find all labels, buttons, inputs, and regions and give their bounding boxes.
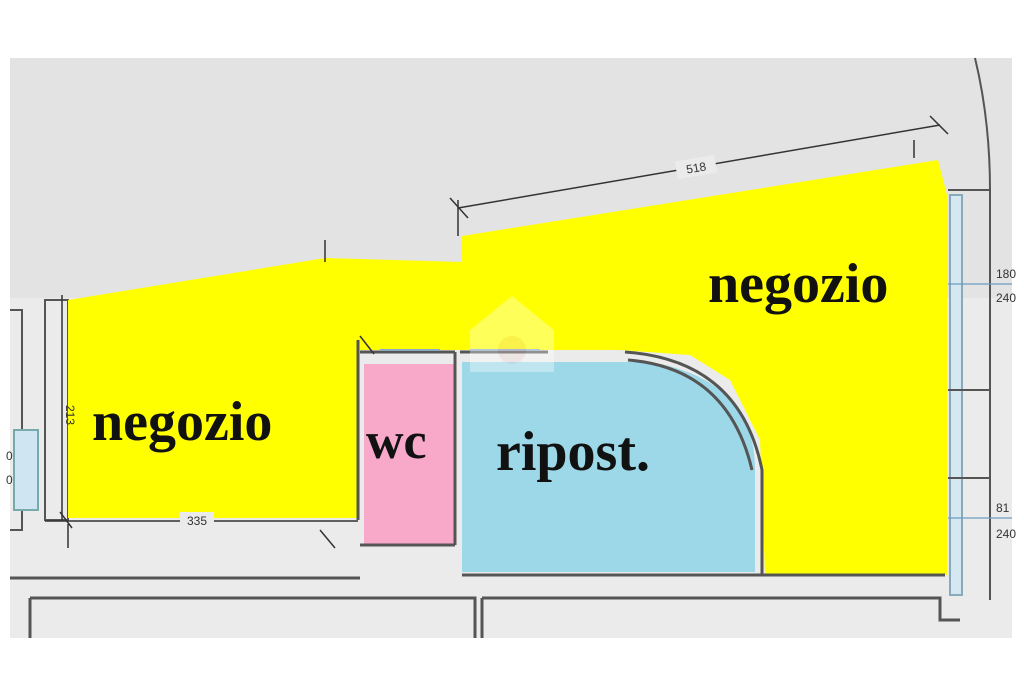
inner-walls <box>356 340 764 575</box>
left-edge-walls <box>10 299 69 531</box>
right-walls <box>948 57 991 600</box>
ripostiglio-area <box>462 362 755 572</box>
dimension-top-label-bg <box>674 154 718 180</box>
dimension-right-upper-1: 180 <box>996 267 1016 281</box>
room-label-ripostiglio: ripost. <box>496 421 650 483</box>
dimension-bottom-left-label-bg <box>180 512 214 528</box>
dimension-right-lower-2: 240 <box>996 527 1016 541</box>
dimension-top-label: 518 <box>685 159 707 176</box>
bottom-walls <box>10 543 960 638</box>
dimension-left-label: 213 <box>63 405 77 425</box>
wc-area <box>364 364 454 544</box>
room-label-negozio-right: negozio <box>708 253 888 315</box>
dimension-bottom-left-label: 335 <box>187 514 207 528</box>
dimension-right-upper-2: 240 <box>996 291 1016 305</box>
watermark-logo <box>470 296 554 372</box>
right-dimension-lines <box>948 283 1012 519</box>
dimension-tick-marks <box>324 240 375 355</box>
room-label-negozio-left: negozio <box>92 391 272 453</box>
dimension-left-edge-1: 0 <box>6 449 13 463</box>
dimension-right-lower-1: 81 <box>996 501 1010 515</box>
dimension-left-edge-2: 0 <box>6 473 13 487</box>
room-label-wc: wc <box>366 413 427 470</box>
negozio-area <box>68 160 947 575</box>
